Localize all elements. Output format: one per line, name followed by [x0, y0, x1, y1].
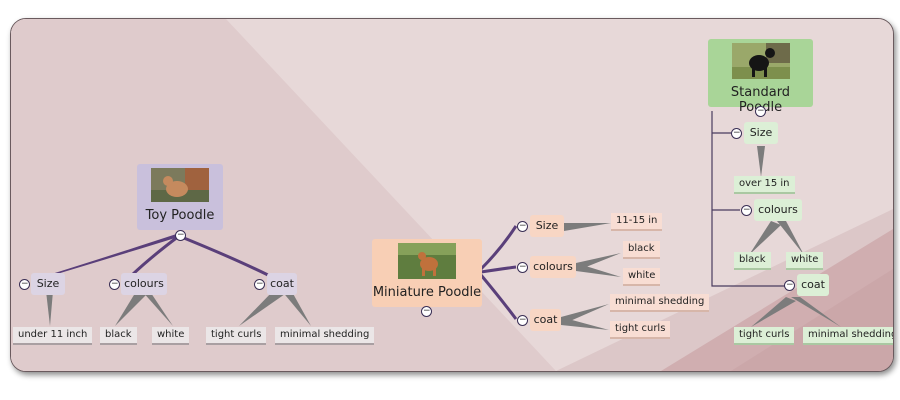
standard-leaf-size[interactable]: over 15 in — [734, 176, 795, 194]
miniature-branch-coat[interactable]: coat — [530, 309, 561, 331]
miniature-poodle-photo — [398, 243, 456, 279]
standard-leaf-tight-curls[interactable]: tight curls — [734, 327, 795, 345]
toy-poodle-photo — [151, 168, 209, 202]
miniature-leaf-black[interactable]: black — [623, 241, 660, 259]
toy-leaf-size[interactable]: under 11 inch — [13, 327, 93, 345]
central-topic-miniature-poodle[interactable]: Miniature Poodle — [372, 239, 482, 307]
standard-branch-coat[interactable]: coat — [797, 274, 829, 296]
toy-branch-size[interactable]: Size — [31, 273, 65, 295]
toy-poodle-title: Toy Poodle — [145, 208, 215, 223]
central-topic-standard-poodle[interactable]: Standard Poodle — [708, 39, 813, 115]
miniature-leaf-white[interactable]: white — [623, 268, 661, 286]
collapse-icon[interactable] — [19, 279, 30, 290]
miniature-poodle-title: Miniature Poodle — [372, 285, 482, 300]
standard-leaf-black[interactable]: black — [734, 252, 771, 270]
collapse-icon[interactable] — [175, 230, 186, 241]
collapse-icon[interactable] — [784, 280, 795, 291]
collapse-icon[interactable] — [731, 128, 742, 139]
collapse-icon[interactable] — [421, 306, 432, 317]
collapse-icon[interactable] — [517, 315, 528, 326]
mind-map-canvas[interactable]: Toy Poodle Size colours coat under 11 in… — [10, 18, 894, 372]
toy-branch-colours[interactable]: colours — [121, 273, 167, 295]
miniature-leaf-minimal-shedding[interactable]: minimal shedding — [610, 294, 710, 312]
collapse-icon[interactable] — [109, 279, 120, 290]
standard-branch-size[interactable]: Size — [744, 122, 778, 144]
toy-leaf-black[interactable]: black — [100, 327, 137, 345]
collapse-icon[interactable] — [517, 262, 528, 273]
miniature-branch-colours[interactable]: colours — [530, 256, 576, 278]
standard-leaf-white[interactable]: white — [786, 252, 824, 270]
toy-leaf-minimal-shedding[interactable]: minimal shedding — [275, 327, 375, 345]
toy-leaf-white[interactable]: white — [152, 327, 190, 345]
standard-branch-colours[interactable]: colours — [754, 199, 802, 221]
central-topic-toy-poodle[interactable]: Toy Poodle — [137, 164, 223, 230]
collapse-icon[interactable] — [741, 205, 752, 216]
connectors — [46, 111, 841, 330]
collapse-icon[interactable] — [254, 279, 265, 290]
miniature-leaf-tight-curls[interactable]: tight curls — [610, 321, 671, 339]
miniature-leaf-size[interactable]: 11-15 in — [611, 213, 663, 231]
collapse-icon[interactable] — [755, 106, 766, 117]
miniature-branch-size[interactable]: Size — [530, 215, 564, 237]
toy-branch-coat[interactable]: coat — [267, 273, 297, 295]
standard-leaf-minimal-shedding[interactable]: minimal shedding — [803, 327, 893, 345]
toy-leaf-tight-curls[interactable]: tight curls — [206, 327, 267, 345]
standard-poodle-photo — [731, 43, 790, 79]
collapse-icon[interactable] — [517, 221, 528, 232]
